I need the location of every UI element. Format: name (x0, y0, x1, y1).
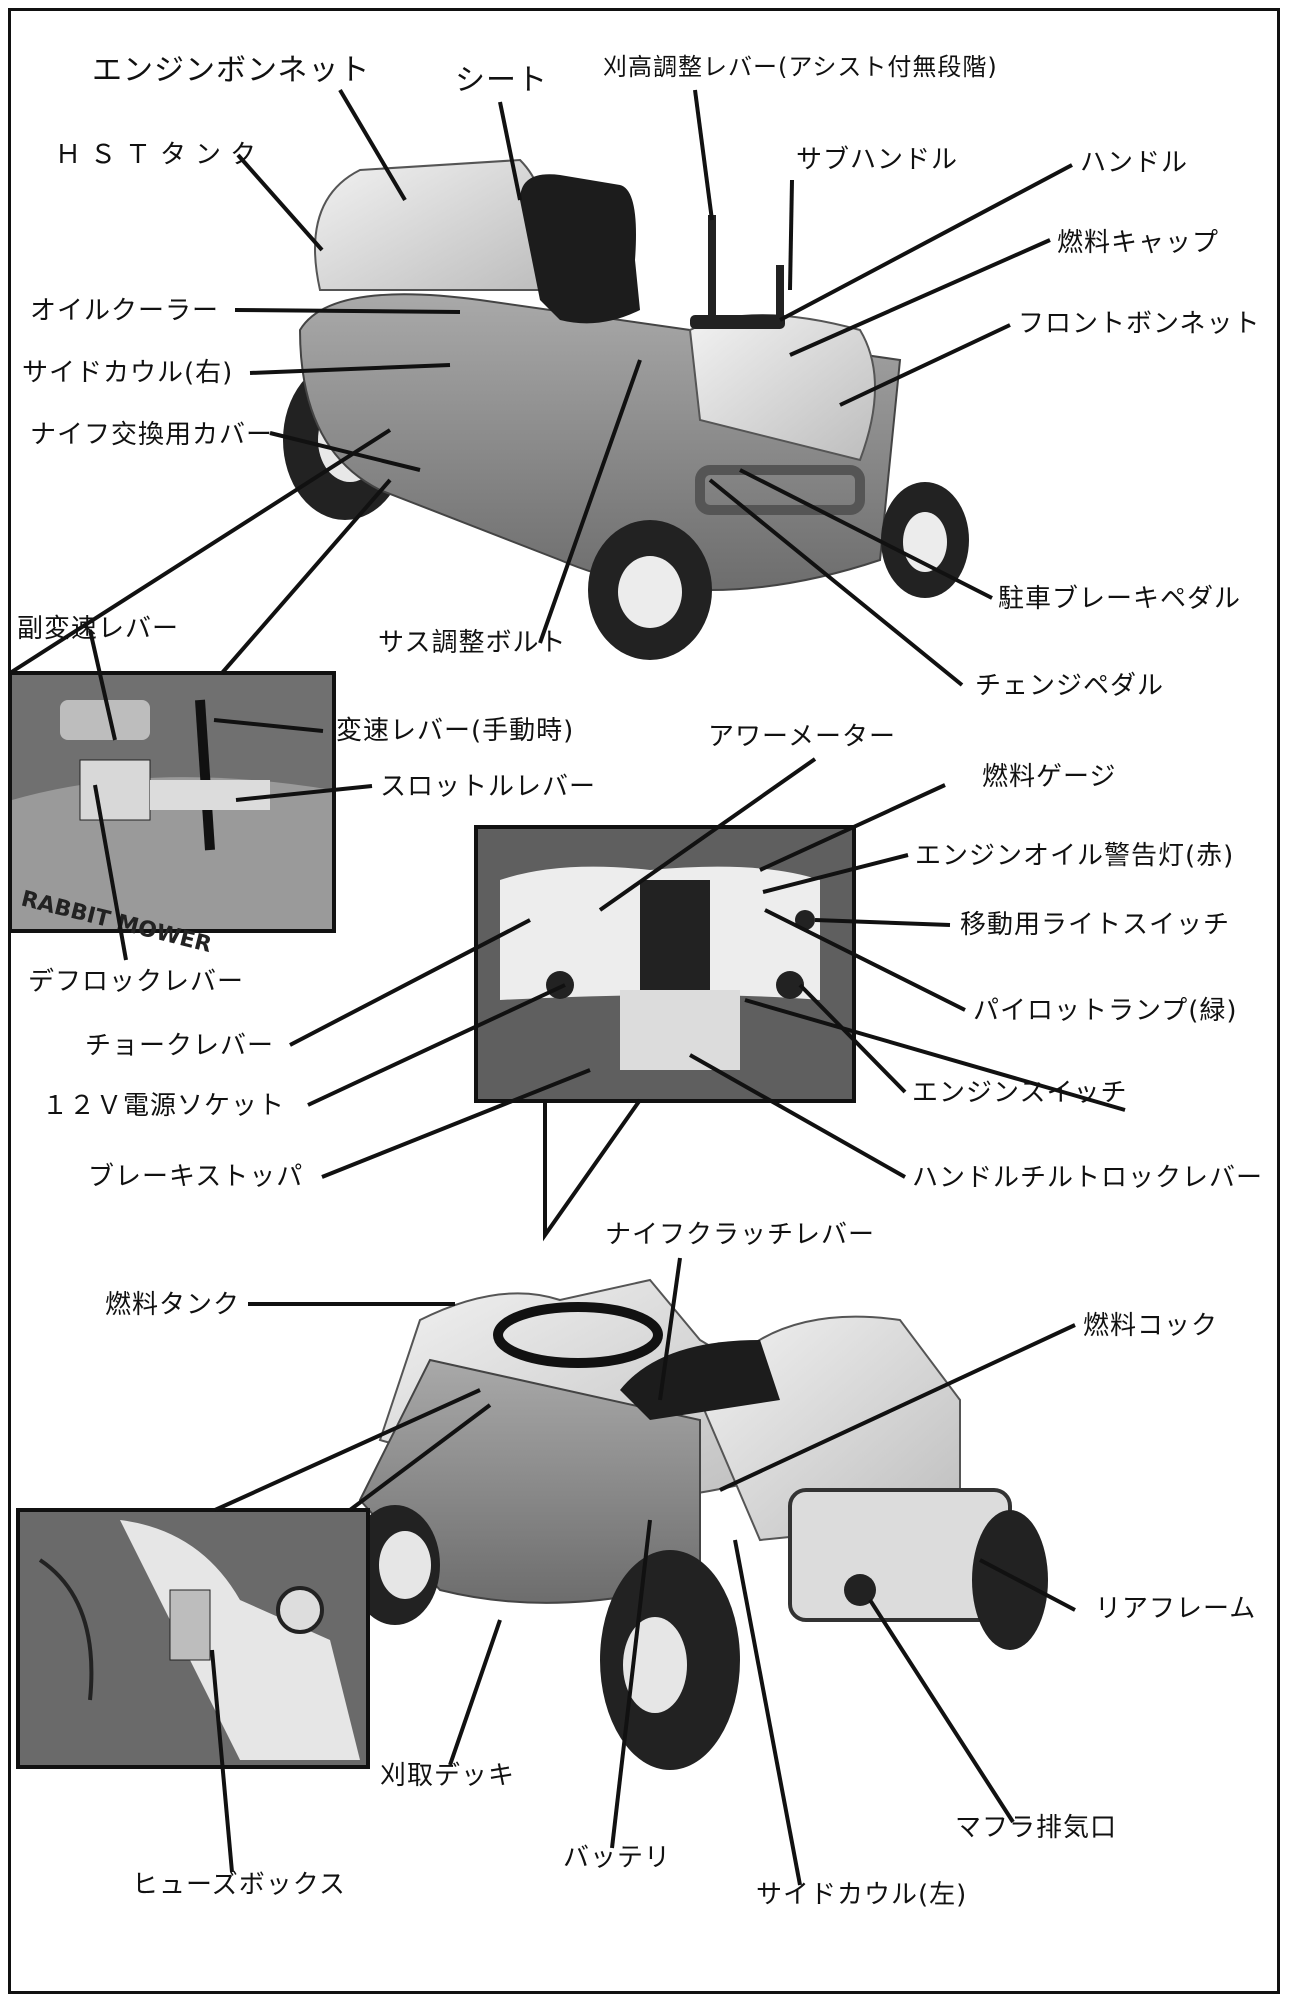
label-fuse-box: ヒューズボックス (132, 1870, 346, 1900)
label-side-cowl-right: サイドカウル(右) (22, 358, 234, 388)
label-knife-clutch-lever: ナイフクラッチレバー (605, 1220, 876, 1250)
label-throttle-lever: スロットルレバー (380, 772, 597, 802)
label-sub-handle: サブハンドル (796, 145, 959, 175)
label-handle: ハンドル (1080, 148, 1189, 178)
label-side-cowl-left: サイドカウル(左) (756, 1880, 968, 1910)
leader-lines (88, 88, 1126, 1886)
label-engine-bonnet: エンジンボンネット (92, 53, 371, 88)
mower-rear-view (350, 1278, 1048, 1770)
steering-wheel (493, 1302, 663, 1368)
seat-shape (520, 174, 640, 324)
label-change-pedal: チェンジペダル (975, 671, 1165, 701)
label-muffler-outlet: マフラ排気口 (955, 1813, 1118, 1843)
label-fuel-gauge: 燃料ゲージ (982, 762, 1117, 792)
label-diff-lock-lever: デフロックレバー (28, 967, 245, 997)
diagram-frame (8, 8, 1280, 1994)
label-front-bonnet: フロントボンネット (1018, 309, 1261, 339)
label-choke-lever: チョークレバー (85, 1031, 275, 1061)
label-sub-shift-lever: 副変速レバー (17, 614, 180, 644)
label-knife-cover: ナイフ交換用カバー (30, 420, 274, 450)
label-engine-switch: エンジンスイッチ (912, 1078, 1128, 1108)
label-shift-lever-manual: 変速レバー(手動時) (336, 716, 575, 746)
label-fuel-tank: 燃料タンク (105, 1290, 241, 1320)
inset-photo-dashboard (474, 825, 856, 1103)
engine-bonnet-shape (314, 158, 548, 291)
label-hour-meter: アワーメーター (708, 722, 896, 752)
label-fuel-cock: 燃料コック (1083, 1311, 1219, 1341)
label-suspension-bolt: サス調整ボルト (378, 628, 567, 658)
label-oil-cooler: オイルクーラー (30, 296, 220, 326)
label-mower-deck: 刈取デッキ (380, 1761, 516, 1791)
label-power-socket: １２Ｖ電源ソケット (42, 1091, 286, 1121)
inset-photo-fusebox (16, 1508, 370, 1769)
label-pilot-lamp: パイロットランプ(緑) (973, 996, 1238, 1026)
label-cut-height-lever: 刈高調整レバー(アシスト付無段階) (603, 53, 998, 81)
inset-photo-shift-levers: RABBIT MOWER (8, 671, 336, 958)
label-parking-brake-pedal: 駐車ブレーキペダル (998, 584, 1242, 614)
label-tilt-lock-lever: ハンドルチルトロックレバー (912, 1163, 1264, 1193)
label-fuel-cap: 燃料キャップ (1057, 228, 1220, 258)
label-rear-frame: リアフレーム (1095, 1594, 1257, 1624)
label-battery: バッテリ (563, 1843, 672, 1873)
handle-shape (690, 315, 785, 329)
label-travel-light-switch: 移動用ライトスイッチ (960, 910, 1231, 940)
mower-front-view (283, 158, 969, 660)
label-brake-stopper: ブレーキストッパ (88, 1162, 304, 1192)
label-seat: シート (455, 63, 548, 98)
label-engine-oil-lamp: エンジンオイル警告灯(赤) (915, 841, 1235, 871)
label-hst-tank: ＨＳＴタンク (55, 140, 266, 170)
